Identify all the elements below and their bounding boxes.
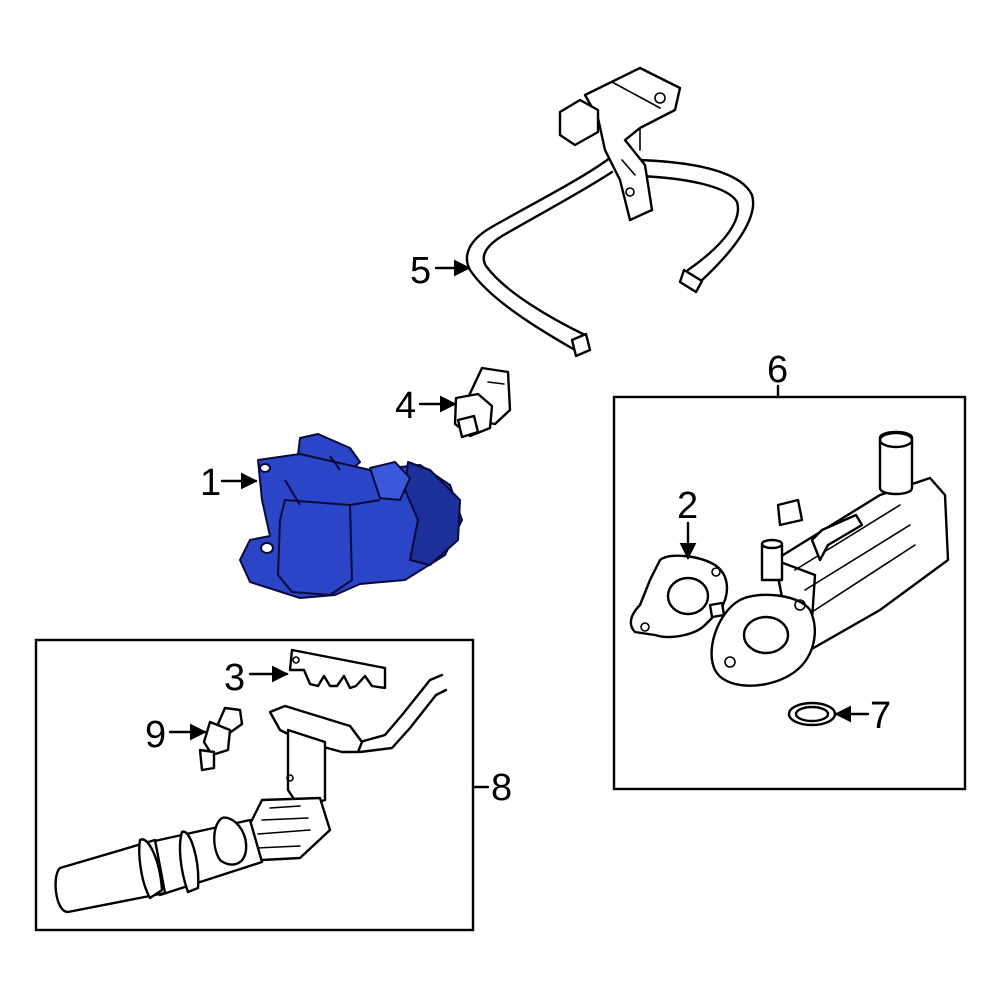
part-9-sensor[interactable]	[198, 706, 244, 772]
part-8-pipe-assembly[interactable]	[54, 673, 448, 914]
part-4-sensor[interactable]	[453, 366, 512, 439]
callout-label-3: 3	[224, 657, 245, 699]
callout-2: 2	[677, 485, 698, 560]
group-box-6	[612, 395, 967, 791]
callout-label-4: 4	[395, 385, 416, 427]
callout-label-2: 2	[677, 485, 698, 527]
callout-5: 5	[410, 250, 471, 292]
callout-label-9: 9	[145, 714, 166, 756]
callout-label-7: 7	[870, 695, 891, 737]
callout-9: 9	[145, 714, 207, 756]
callout-6: 6	[767, 349, 788, 399]
callout-label-5: 5	[410, 250, 431, 292]
callout-1: 1	[200, 462, 258, 504]
callout-label-8: 8	[491, 767, 512, 809]
group-box-8	[34, 638, 475, 932]
part-7-o-ring[interactable]	[787, 701, 837, 727]
callout-8: 8	[471, 767, 512, 809]
part-2-gasket[interactable]	[629, 554, 729, 639]
callout-3: 3	[224, 657, 289, 699]
part-3-gasket-strip[interactable]	[288, 648, 387, 690]
callout-4: 4	[395, 385, 457, 427]
part-5-hose-bracket[interactable]	[465, 66, 755, 358]
callout-label-1: 1	[200, 462, 221, 504]
callout-7: 7	[834, 695, 891, 737]
part-6-egr-cooler[interactable]	[710, 430, 950, 687]
callout-label-6: 6	[767, 349, 788, 391]
part-1-egr-valve[interactable]	[239, 433, 463, 599]
